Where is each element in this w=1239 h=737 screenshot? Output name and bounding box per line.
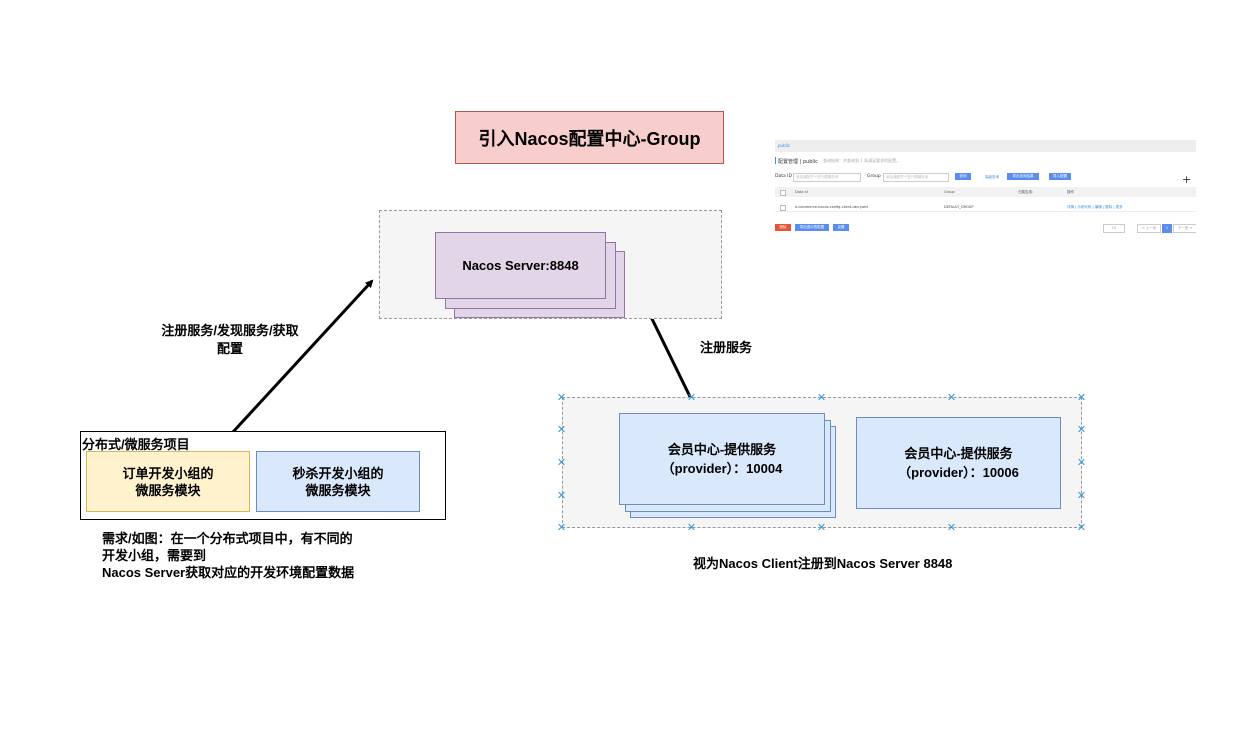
provider-10004-node: 会员中心-提供服务 （provider）：10004 [619,413,825,505]
provider-10004-line2: （provider）：10004 [661,461,783,476]
page-size-select[interactable]: 10 [1103,224,1125,233]
distributed-project-title: 分布式/微服务项目 [82,437,190,452]
provider-10006-node: 会员中心-提供服务 （provider）：10006 [856,417,1061,509]
selection-handle-icon[interactable]: ✕ [686,521,697,534]
table-row: e-commerce-nacos-config-client-dev.yaml … [775,202,1196,212]
clone-button[interactable]: 克隆 [833,224,849,231]
col-data-id: Data Id [795,190,808,194]
delete-button[interactable]: 删除 [775,224,791,231]
selection-handle-icon[interactable]: ✕ [556,489,567,502]
next-page-button[interactable]: 下一页 > [1173,224,1196,233]
col-ops: 操作 [1067,190,1074,194]
selection-handle-icon[interactable]: ✕ [1076,423,1087,436]
seckill-module-line1: 秒杀开发小组的 [292,465,384,481]
add-config-icon[interactable]: + [1182,173,1192,186]
selection-handle-icon[interactable]: ✕ [816,391,827,404]
col-group: Group [944,190,955,194]
group-label: Group [867,174,881,179]
arrow-project-to-server [231,279,374,434]
console-result-summary: 查询结果：共查询到 1 条满足要求的配置。 [823,158,901,163]
note-line3: Nacos Server获取对应的开发环境配置数据 [102,565,355,580]
provider-10004-line1: 会员中心-提供服务 [667,442,777,457]
data-id-input[interactable]: 添加通配符'*'进行模糊查询 [793,173,861,182]
row-data-id: e-commerce-nacos-config-client-dev.yaml [795,205,869,209]
selection-handle-icon[interactable]: ✕ [946,521,957,534]
provider-10006-line2: （provider）：10006 [898,465,1019,480]
order-module-line1: 订单开发小组的 [122,465,214,481]
nacos-console-screenshot: public 配置管理 | public 查询结果：共查询到 1 条满足要求的配… [775,140,1196,260]
row-checkbox[interactable] [780,205,786,211]
selection-handle-icon[interactable]: ✕ [946,391,957,404]
col-app: 归属应用: [1018,190,1034,194]
selection-handle-icon[interactable]: ✕ [816,521,827,534]
import-config-button[interactable]: 导入配置 [1049,173,1071,180]
console-namespace-tab[interactable]: public [778,143,791,148]
config-table-header: Data Id Group 归属应用: 操作 [775,187,1196,197]
order-module-line2: 微服务模块 [135,482,201,498]
requirement-note: 需求/如图：在一个分布式项目中，有不同的 开发小组，需要到 Nacos Serv… [102,530,382,581]
group-placeholder: 添加通配符'*'进行模糊查询 [886,175,929,179]
prev-page-button[interactable]: < 上一页 [1137,224,1161,233]
order-module-node: 订单开发小组的 微服务模块 [86,451,250,512]
export-results-button[interactable]: 导出查询结果 [1007,173,1039,180]
selection-handle-icon[interactable]: ✕ [1076,456,1087,469]
client-caption: 视为Nacos Client注册到Nacos Server 8848 [693,556,953,571]
console-topbar: public [775,140,1196,152]
console-page-title: 配置管理 | public [778,159,818,165]
nacos-server-node: Nacos Server:8848 [435,232,606,299]
selection-handle-icon[interactable]: ✕ [556,423,567,436]
select-all-checkbox[interactable] [780,190,786,196]
row-group: DEFAULT_GROUP [944,205,974,209]
register-label: 注册服务 [700,340,753,355]
nacos-server-label: Nacos Server:8848 [462,258,579,273]
note-line2: 开发小组，需要到 [102,548,207,563]
note-line1: 需求/如图：在一个分布式项目中，有不同的 [102,531,353,546]
data-id-placeholder: 添加通配符'*'进行模糊查询 [796,175,839,179]
seckill-module-node: 秒杀开发小组的 微服务模块 [256,451,420,512]
register-discover-label: 注册服务/发现服务/获取配置 [161,323,299,356]
selection-handle-icon[interactable]: ✕ [1076,391,1087,404]
group-input[interactable]: 添加通配符'*'进行模糊查询 [883,173,949,182]
query-button[interactable]: 查询 [955,173,971,180]
selection-handle-icon[interactable]: ✕ [1076,489,1087,502]
seckill-module-line2: 微服务模块 [305,482,371,498]
current-page-button[interactable]: 1 [1162,224,1172,233]
provider-10006-line1: 会员中心-提供服务 [904,446,1013,461]
console-header: 配置管理 | public 查询结果：共查询到 1 条满足要求的配置。 [775,157,975,165]
selection-handle-icon[interactable]: ✕ [556,391,567,404]
advanced-query-link[interactable]: 高级查询 [985,175,999,179]
selection-handle-icon[interactable]: ✕ [1076,521,1087,534]
selection-handle-icon[interactable]: ✕ [556,521,567,534]
data-id-label: Data ID [775,174,792,179]
row-actions[interactable]: 详情 | 示例代码 | 编辑 | 删除 | 更多 [1067,205,1123,209]
selection-handle-icon[interactable]: ✕ [686,391,697,404]
selection-handle-icon[interactable]: ✕ [556,456,567,469]
export-selected-button[interactable]: 导出选中的配置 [795,224,829,231]
diagram-title: 引入Nacos配置中心-Group [455,111,724,164]
